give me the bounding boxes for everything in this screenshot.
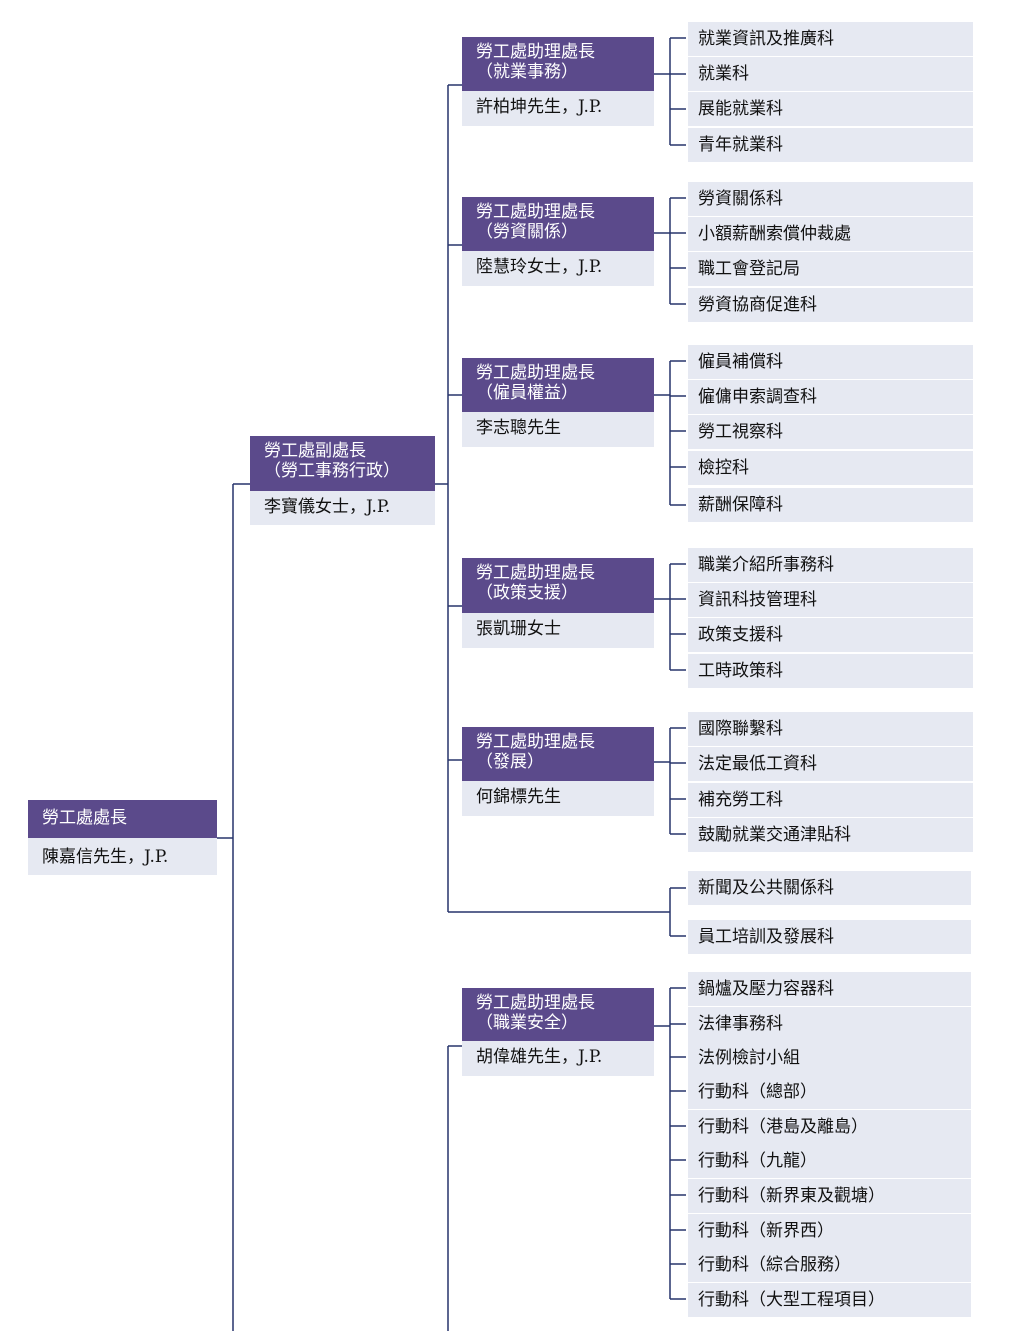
deputy-title: 勞工處副處長 （勞工事務行政） — [250, 436, 435, 491]
assistant-name: 張凱珊女士 — [462, 613, 654, 648]
commissioner-box: 勞工處處長 陳嘉信先生，J.P. — [28, 800, 217, 875]
section-item: 小額薪酬索償仲裁處 — [688, 217, 973, 251]
assistant-title: 勞工處助理處長 （發展） — [462, 727, 654, 781]
section-item: 就業科 — [688, 57, 973, 91]
assistant-title: 勞工處助理處長 （職業安全） — [462, 988, 654, 1041]
section-item: 行動科（總部） — [688, 1075, 971, 1109]
section-item: 員工培訓及發展科 — [688, 920, 971, 954]
section-item: 青年就業科 — [688, 128, 973, 162]
section-item: 鍋爐及壓力容器科 — [688, 972, 971, 1006]
assistant-employees-rights-box: 勞工處助理處長 （僱員權益） 李志聰先生 — [462, 358, 654, 447]
section-item: 職工會登記局 — [688, 252, 973, 286]
section-item: 檢控科 — [688, 451, 973, 485]
section-item: 僱員補償科 — [688, 345, 973, 379]
section-item: 行動科（大型工程項目） — [688, 1283, 971, 1317]
assistant-name: 許柏坤先生，J.P. — [462, 91, 654, 126]
assistant-labour-relations-box: 勞工處助理處長 （勞資關係） 陸慧玲女士，J.P. — [462, 197, 654, 286]
deputy-box: 勞工處副處長 （勞工事務行政） 李寶儀女士，J.P. — [250, 436, 435, 525]
assistant-title: 勞工處助理處長 （政策支援） — [462, 558, 654, 613]
assistant-name: 陸慧玲女士，J.P. — [462, 251, 654, 286]
assistant-name: 李志聰先生 — [462, 412, 654, 447]
section-item: 僱傭申索調查科 — [688, 380, 973, 414]
section-item: 法例檢討小組 — [688, 1041, 971, 1075]
assistant-policy-support-box: 勞工處助理處長 （政策支援） 張凱珊女士 — [462, 558, 654, 648]
section-item: 鼓勵就業交通津貼科 — [688, 818, 973, 852]
assistant-employment-box: 勞工處助理處長 （就業事務） 許柏坤先生，J.P. — [462, 37, 654, 126]
section-item: 職業介紹所事務科 — [688, 548, 973, 582]
section-item: 薪酬保障科 — [688, 488, 973, 522]
section-item: 法律事務科 — [688, 1007, 971, 1041]
assistant-occupational-safety-box: 勞工處助理處長 （職業安全） 胡偉雄先生，J.P. — [462, 988, 654, 1076]
section-item: 國際聯繫科 — [688, 712, 973, 746]
section-item: 行動科（九龍） — [688, 1144, 971, 1178]
assistant-name: 何錦標先生 — [462, 781, 654, 816]
section-item: 行動科（港島及離島） — [688, 1110, 971, 1144]
section-item: 新聞及公共關係科 — [688, 871, 971, 905]
section-item: 勞工視察科 — [688, 415, 973, 449]
deputy-name: 李寶儀女士，J.P. — [250, 491, 435, 525]
section-item: 行動科（新界西） — [688, 1214, 971, 1248]
section-item: 資訊科技管理科 — [688, 583, 973, 617]
section-item: 勞資協商促進科 — [688, 288, 973, 322]
section-item: 補充勞工科 — [688, 783, 973, 817]
section-item: 工時政策科 — [688, 654, 973, 688]
assistant-development-box: 勞工處助理處長 （發展） 何錦標先生 — [462, 727, 654, 816]
section-item: 行動科（綜合服務） — [688, 1248, 971, 1282]
section-item: 行動科（新界東及觀塘） — [688, 1179, 971, 1213]
section-item: 就業資訊及推廣科 — [688, 22, 973, 56]
section-item: 勞資關係科 — [688, 182, 973, 216]
assistant-title: 勞工處助理處長 （僱員權益） — [462, 358, 654, 412]
assistant-name: 胡偉雄先生，J.P. — [462, 1041, 654, 1076]
commissioner-name: 陳嘉信先生，J.P. — [28, 838, 217, 875]
assistant-title: 勞工處助理處長 （就業事務） — [462, 37, 654, 91]
assistant-title: 勞工處助理處長 （勞資關係） — [462, 197, 654, 251]
section-item: 政策支援科 — [688, 618, 973, 652]
section-item: 法定最低工資科 — [688, 747, 973, 781]
section-item: 展能就業科 — [688, 92, 973, 126]
commissioner-title: 勞工處處長 — [28, 800, 217, 838]
